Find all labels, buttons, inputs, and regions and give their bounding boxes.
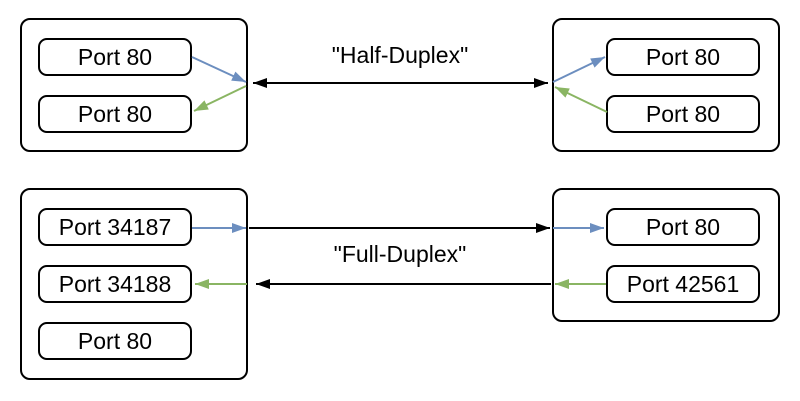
port-box: Port 42561 bbox=[606, 265, 760, 303]
half-duplex-label: "Half-Duplex" bbox=[331, 42, 469, 68]
port-label: Port 80 bbox=[77, 327, 153, 354]
port-box: Port 80 bbox=[38, 38, 192, 76]
port-box: Port 34188 bbox=[38, 265, 192, 303]
port-box: Port 80 bbox=[606, 208, 760, 246]
port-label: Port 42561 bbox=[626, 270, 740, 297]
port-label: Port 80 bbox=[645, 43, 721, 70]
port-label: Port 80 bbox=[77, 100, 153, 127]
port-box: Port 34187 bbox=[38, 208, 192, 246]
port-label: Port 34188 bbox=[58, 270, 172, 297]
full-duplex-left-host-box: Port 34187 Port 34188 Port 80 bbox=[20, 188, 248, 380]
port-label: Port 80 bbox=[77, 43, 153, 70]
half-duplex-right-host-box: Port 80 Port 80 bbox=[552, 18, 780, 152]
full-duplex-right-host-box: Port 80 Port 42561 bbox=[552, 188, 780, 322]
port-box: Port 80 bbox=[38, 322, 192, 360]
half-duplex-left-host-box: Port 80 Port 80 bbox=[20, 18, 248, 152]
port-label: Port 34187 bbox=[58, 213, 172, 240]
port-box: Port 80 bbox=[606, 95, 760, 133]
port-box: Port 80 bbox=[606, 38, 760, 76]
port-label: Port 80 bbox=[645, 213, 721, 240]
full-duplex-label: "Full-Duplex" bbox=[333, 241, 467, 267]
port-label: Port 80 bbox=[645, 100, 721, 127]
port-box: Port 80 bbox=[38, 95, 192, 133]
